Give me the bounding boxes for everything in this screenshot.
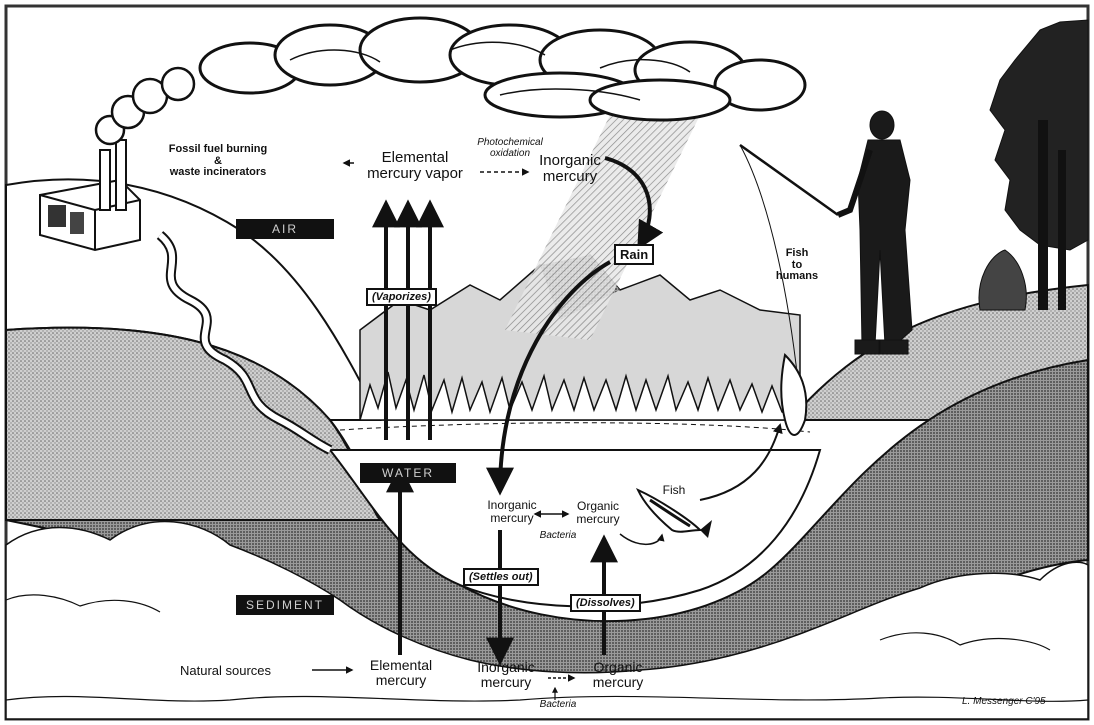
label-natural-sources: Natural sources bbox=[180, 664, 271, 678]
label-fish: Fish bbox=[654, 484, 694, 497]
zone-sediment: SEDIMENT bbox=[236, 595, 334, 615]
label-dissolves: (Dissolves) bbox=[570, 594, 641, 612]
label-rain: Rain bbox=[614, 244, 654, 265]
label-elemental-mercury-sediment: Elemental mercury bbox=[356, 658, 446, 687]
zone-air: AIR bbox=[236, 219, 334, 239]
label-inorganic-mercury-water: Inorganic mercury bbox=[482, 499, 542, 524]
label-inorganic-mercury-air: Inorganic mercury bbox=[520, 153, 620, 185]
artist-credit: L. Messenger C'95 bbox=[962, 697, 1046, 708]
label-settles-out: (Settles out) bbox=[463, 568, 539, 586]
label-organic-mercury-water: Organic mercury bbox=[568, 500, 628, 525]
label-bacteria-water: Bacteria bbox=[528, 531, 588, 542]
label-inorganic-mercury-sediment: Inorganic mercury bbox=[466, 660, 546, 689]
label-fish-to-humans: Fish to humans bbox=[772, 248, 822, 283]
label-elemental-mercury-vapor: Elemental mercury vapor bbox=[350, 150, 480, 182]
label-organic-mercury-sediment: Organic mercury bbox=[578, 660, 658, 689]
label-bacteria-sediment: Bacteria bbox=[528, 700, 588, 711]
label-fossil-fuel: Fossil fuel burning & waste incinerators bbox=[148, 144, 288, 179]
label-vaporizes: (Vaporizes) bbox=[366, 288, 437, 306]
zone-water: WATER bbox=[360, 463, 456, 483]
